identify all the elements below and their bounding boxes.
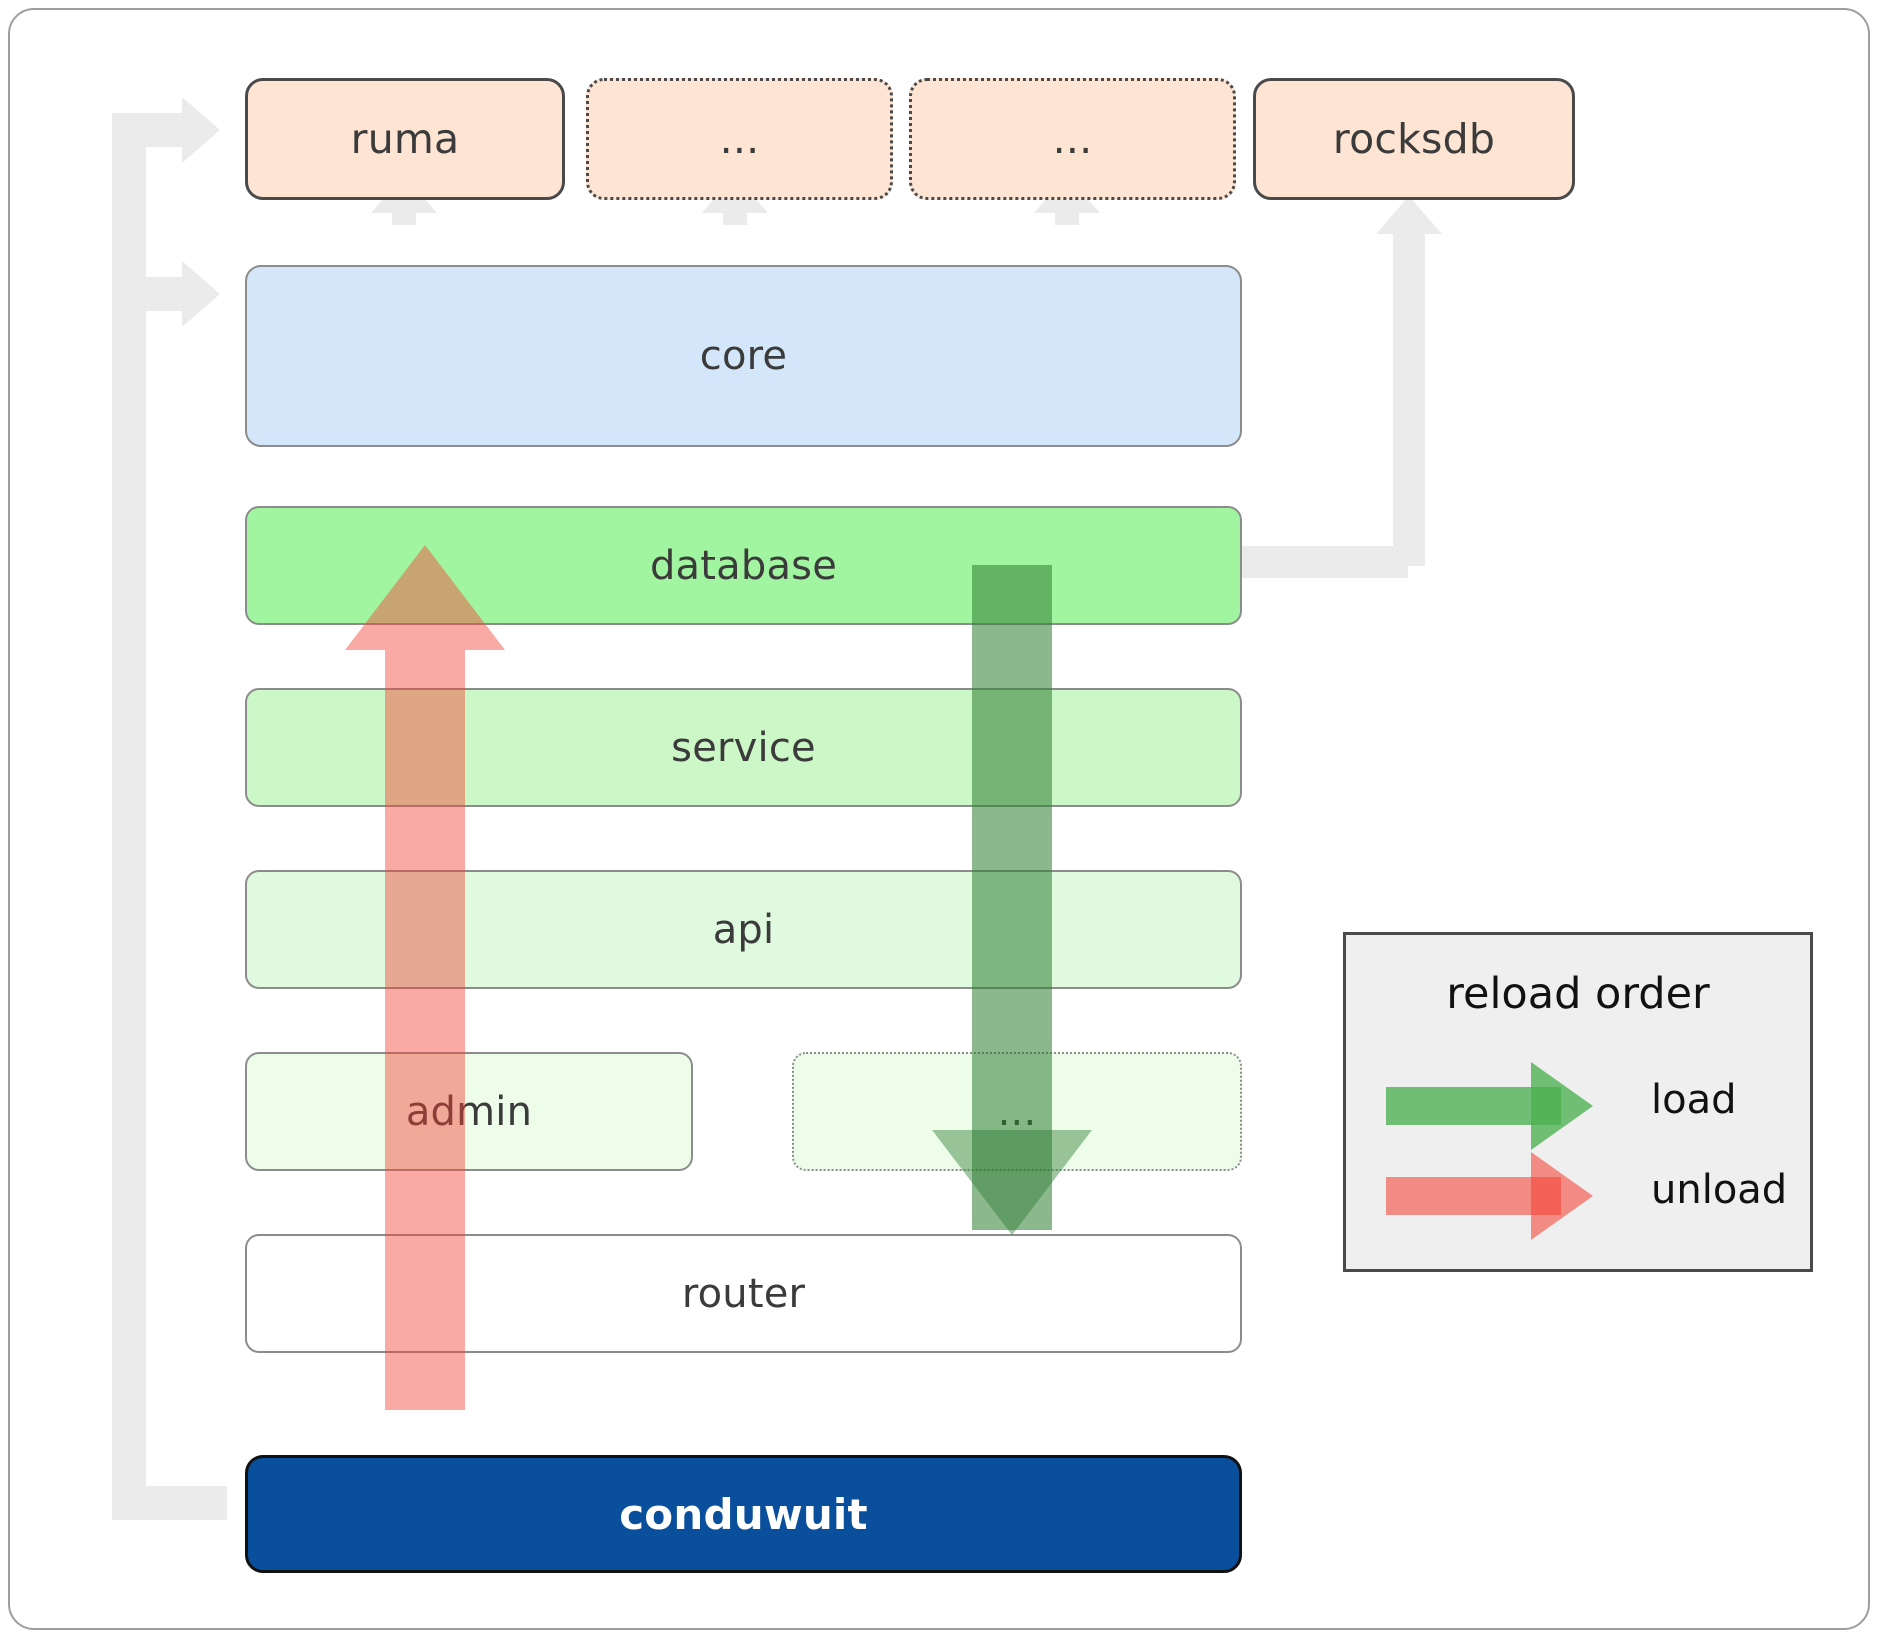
dependency-label: ... — [1052, 115, 1093, 163]
crate-label: service — [671, 724, 816, 771]
connector-db-to-rocksdb-vertical — [1393, 226, 1425, 566]
connector-to-core-head — [182, 261, 220, 327]
legend-unload-label: unload — [1651, 1167, 1788, 1213]
crate-label: router — [681, 1270, 806, 1317]
legend-load-label: load — [1651, 1077, 1737, 1123]
crate-box-service[interactable]: service — [245, 688, 1242, 807]
crate-box-api[interactable]: api — [245, 870, 1242, 989]
dependency-box-3[interactable]: ... — [909, 78, 1236, 200]
unload-arrow-head — [345, 545, 505, 650]
crate-label: api — [712, 906, 775, 953]
legend-item-unload: unload — [1386, 1152, 1788, 1240]
dependency-label: rocksdb — [1332, 115, 1496, 163]
dependency-box-2[interactable]: ... — [586, 78, 893, 200]
dependency-box-ruma[interactable]: ruma — [245, 78, 565, 200]
core-box[interactable]: core — [245, 265, 1242, 447]
connector-db-to-rocksdb-horizontal — [1218, 546, 1408, 578]
connector-to-ruma-head — [182, 97, 220, 163]
legend-title: reload order — [1446, 969, 1710, 1019]
connector-trunk-bottom — [112, 1486, 227, 1520]
app-box-conduwuit[interactable]: conduwuit — [245, 1455, 1242, 1573]
dependency-label: ... — [719, 115, 760, 163]
unload-arrow-shaft — [385, 650, 465, 1410]
crate-box-router[interactable]: router — [245, 1234, 1242, 1353]
unload-arrow — [330, 545, 590, 1410]
connector-db-to-rocksdb-head — [1376, 196, 1442, 234]
load-arrow — [890, 565, 1150, 1335]
app-label: conduwuit — [619, 1489, 868, 1539]
load-arrow-head — [932, 1130, 1092, 1235]
dependency-label: ruma — [350, 115, 460, 163]
connector-to-core-shaft — [146, 277, 182, 311]
load-arrow-shaft — [972, 565, 1052, 1230]
connector-trunk-vertical — [112, 130, 146, 1520]
connector-to-ruma-shaft — [112, 113, 182, 147]
dependency-box-rocksdb[interactable]: rocksdb — [1253, 78, 1575, 200]
legend-unload-arrow-head — [1531, 1152, 1593, 1240]
crate-label: database — [649, 542, 838, 589]
core-label: core — [699, 333, 788, 379]
legend-panel: reload order load unload — [1343, 932, 1813, 1272]
legend-item-load: load — [1386, 1062, 1786, 1150]
legend-load-arrow-head — [1531, 1062, 1593, 1150]
